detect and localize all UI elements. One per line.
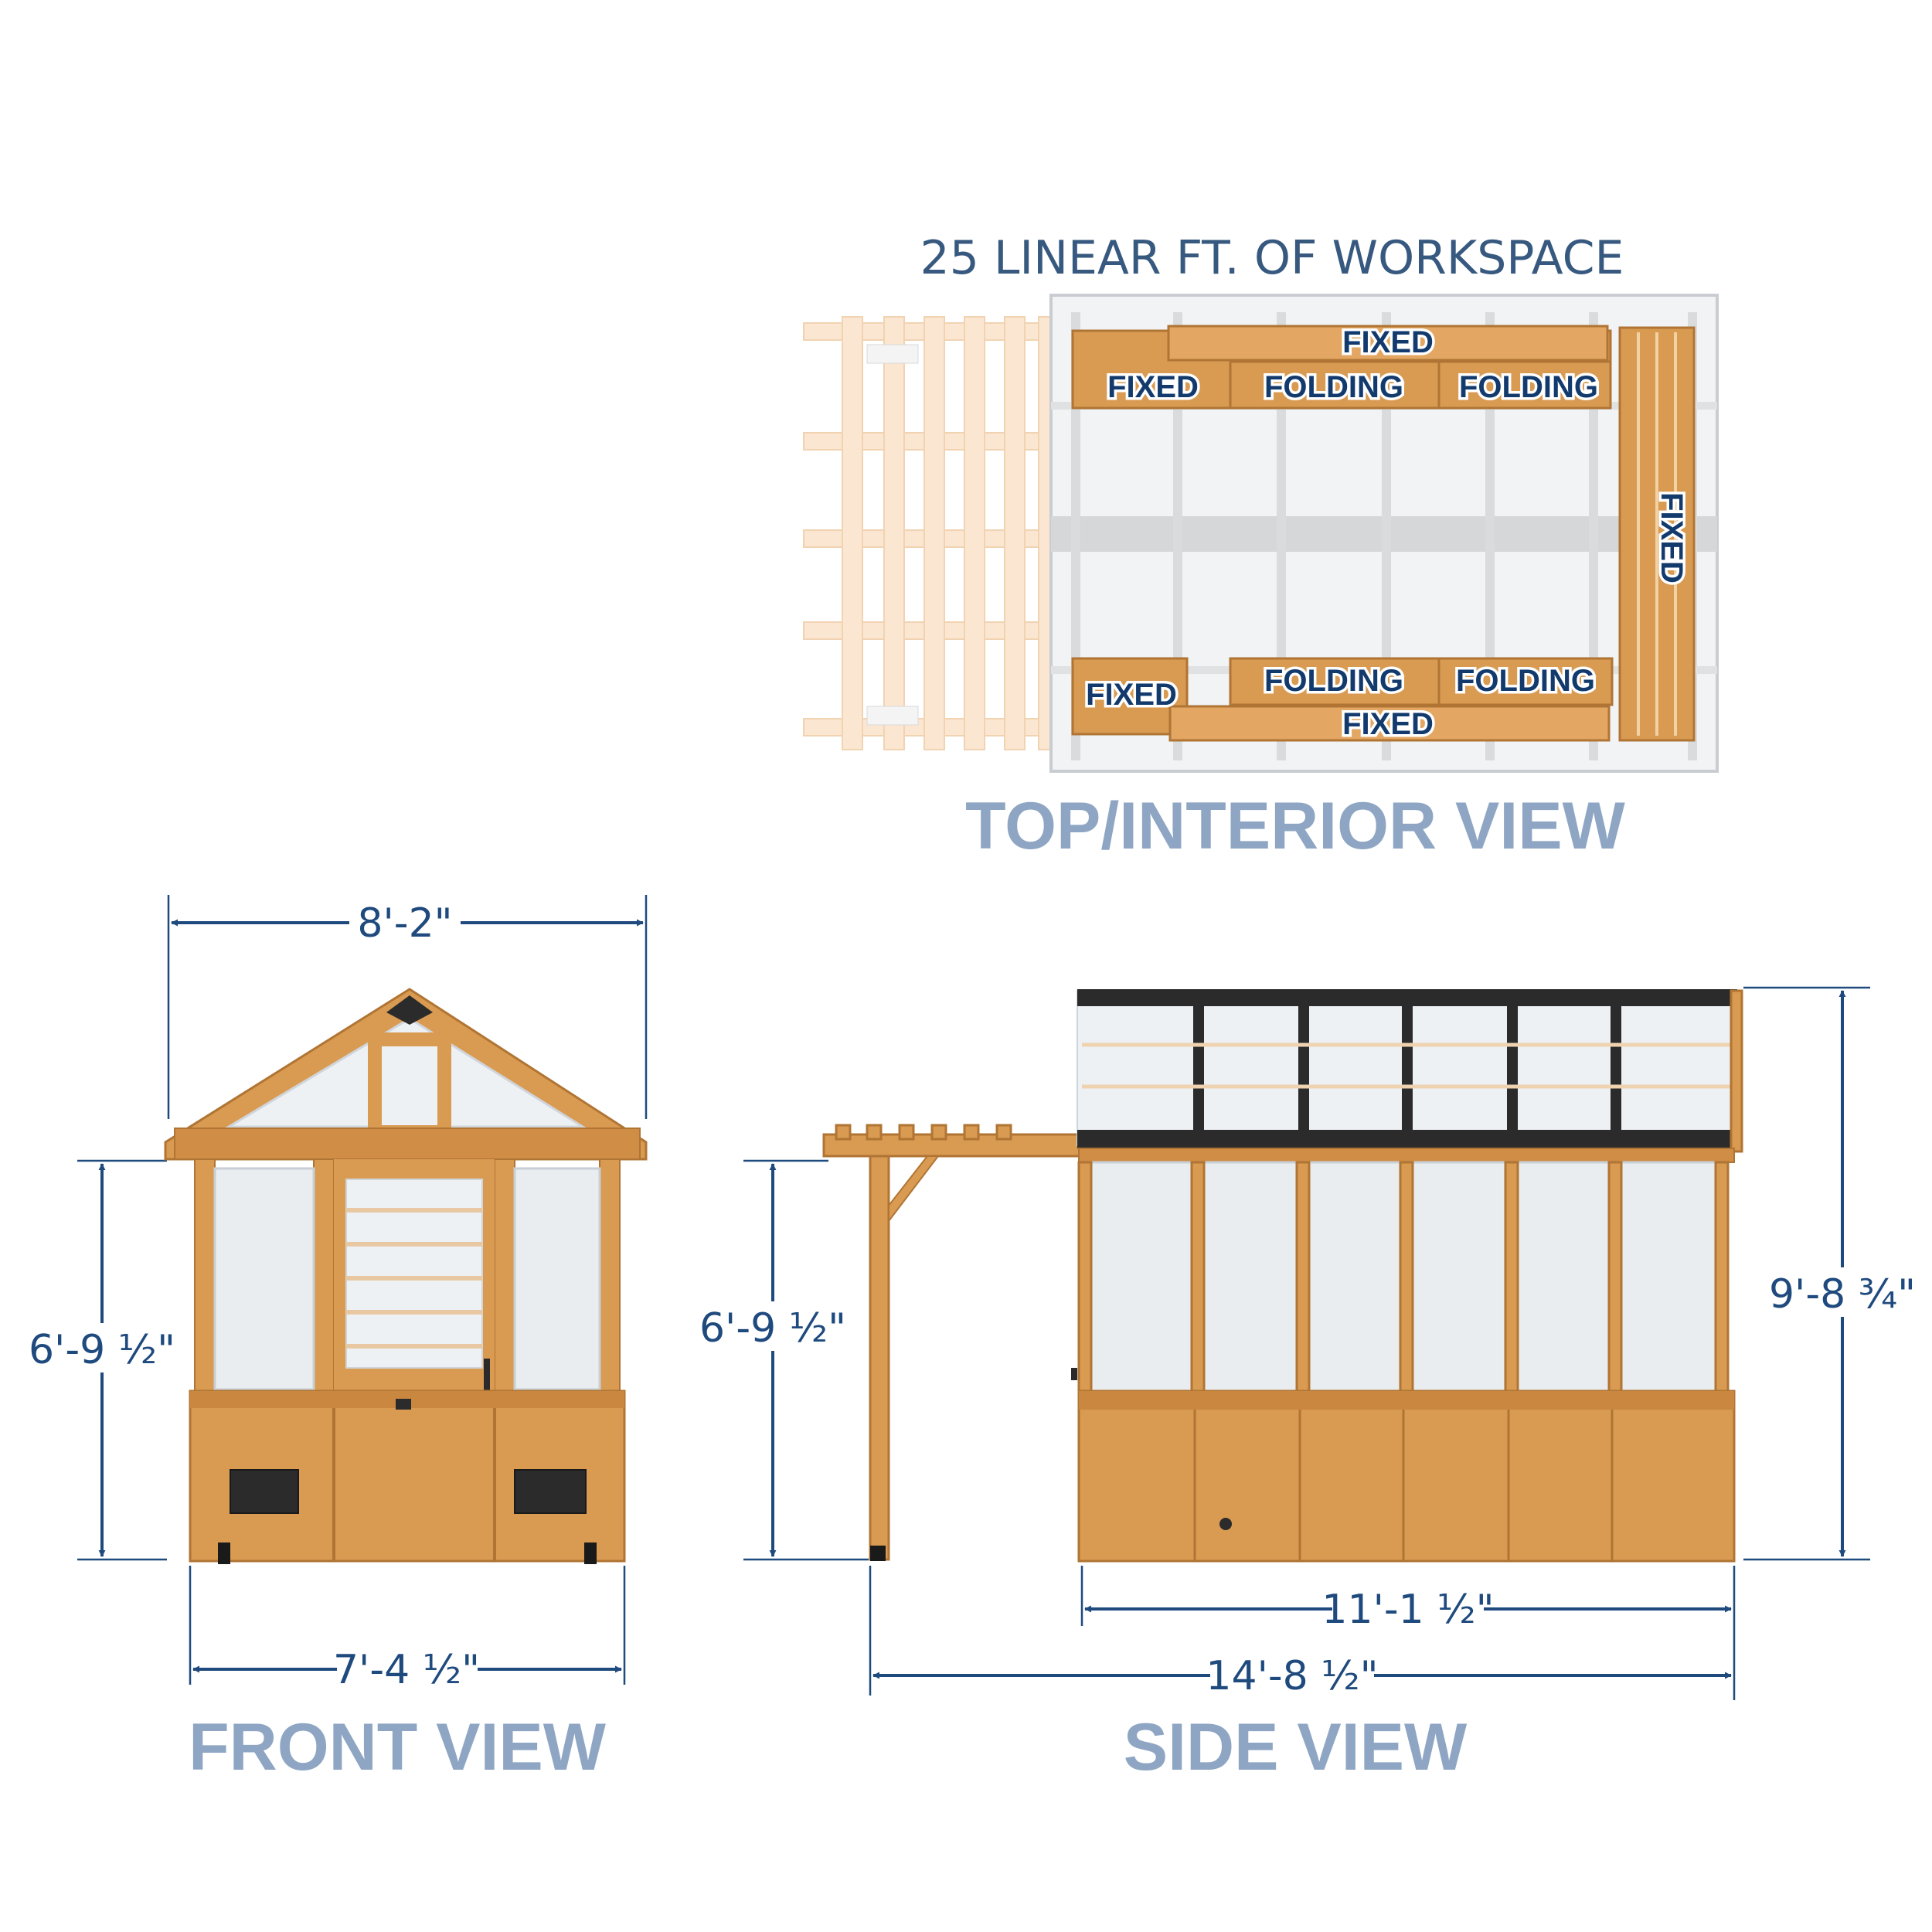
bench-label-bottom-fold-2: FOLDING bbox=[1456, 664, 1595, 698]
workspace-heading: 25 LINEAR FT. OF WORKSPACE bbox=[920, 231, 1624, 285]
side-view: 6'-9 ½" bbox=[699, 986, 1921, 1784]
front-view: 8'-2" 6'-9 ½" bbox=[28, 895, 648, 1784]
bench-label-top-left: FIXED bbox=[1107, 370, 1199, 404]
bench-labels: FIXED FIXED FOLDING FOLDING FIXED FIXED … bbox=[1083, 323, 1692, 744]
bench-label-top-long: FIXED bbox=[1342, 325, 1434, 359]
side-overall-length: 14'-8 ½" bbox=[1206, 1653, 1378, 1699]
top-view-title: TOP/INTERIOR VIEW bbox=[965, 789, 1626, 863]
bench-label-top-fold-1: FOLDING bbox=[1264, 370, 1403, 404]
front-base-width: 7'-4 ½" bbox=[333, 1647, 480, 1693]
side-view-title: SIDE VIEW bbox=[1124, 1710, 1468, 1784]
bench-label-bottom-left: FIXED bbox=[1086, 678, 1177, 712]
front-wall-height: 6'-9 ½" bbox=[29, 1327, 175, 1373]
front-overall-width: 8'-2" bbox=[357, 900, 452, 947]
bench-label-bottom-fold-1: FOLDING bbox=[1264, 664, 1403, 698]
workbench-layout bbox=[1071, 325, 1696, 742]
bench-label-top-fold-2: FOLDING bbox=[1459, 370, 1598, 404]
side-pergola bbox=[822, 1124, 1082, 1561]
side-elevation bbox=[1071, 989, 1743, 1563]
side-pergola-height: 6'-9 ½" bbox=[699, 1305, 846, 1352]
pergola-lattice-top bbox=[803, 316, 1056, 750]
front-elevation bbox=[164, 988, 648, 1564]
front-view-title: FRONT VIEW bbox=[189, 1710, 607, 1784]
side-body-length: 11'-1 ½" bbox=[1321, 1587, 1494, 1633]
bench-label-bottom-long: FIXED bbox=[1342, 707, 1434, 741]
side-total-height: 9'-8 ¾" bbox=[1769, 1271, 1916, 1318]
top-interior-view: 25 LINEAR FT. OF WORKSPACE bbox=[803, 231, 1719, 863]
bench-label-right: FIXED bbox=[1655, 492, 1689, 583]
